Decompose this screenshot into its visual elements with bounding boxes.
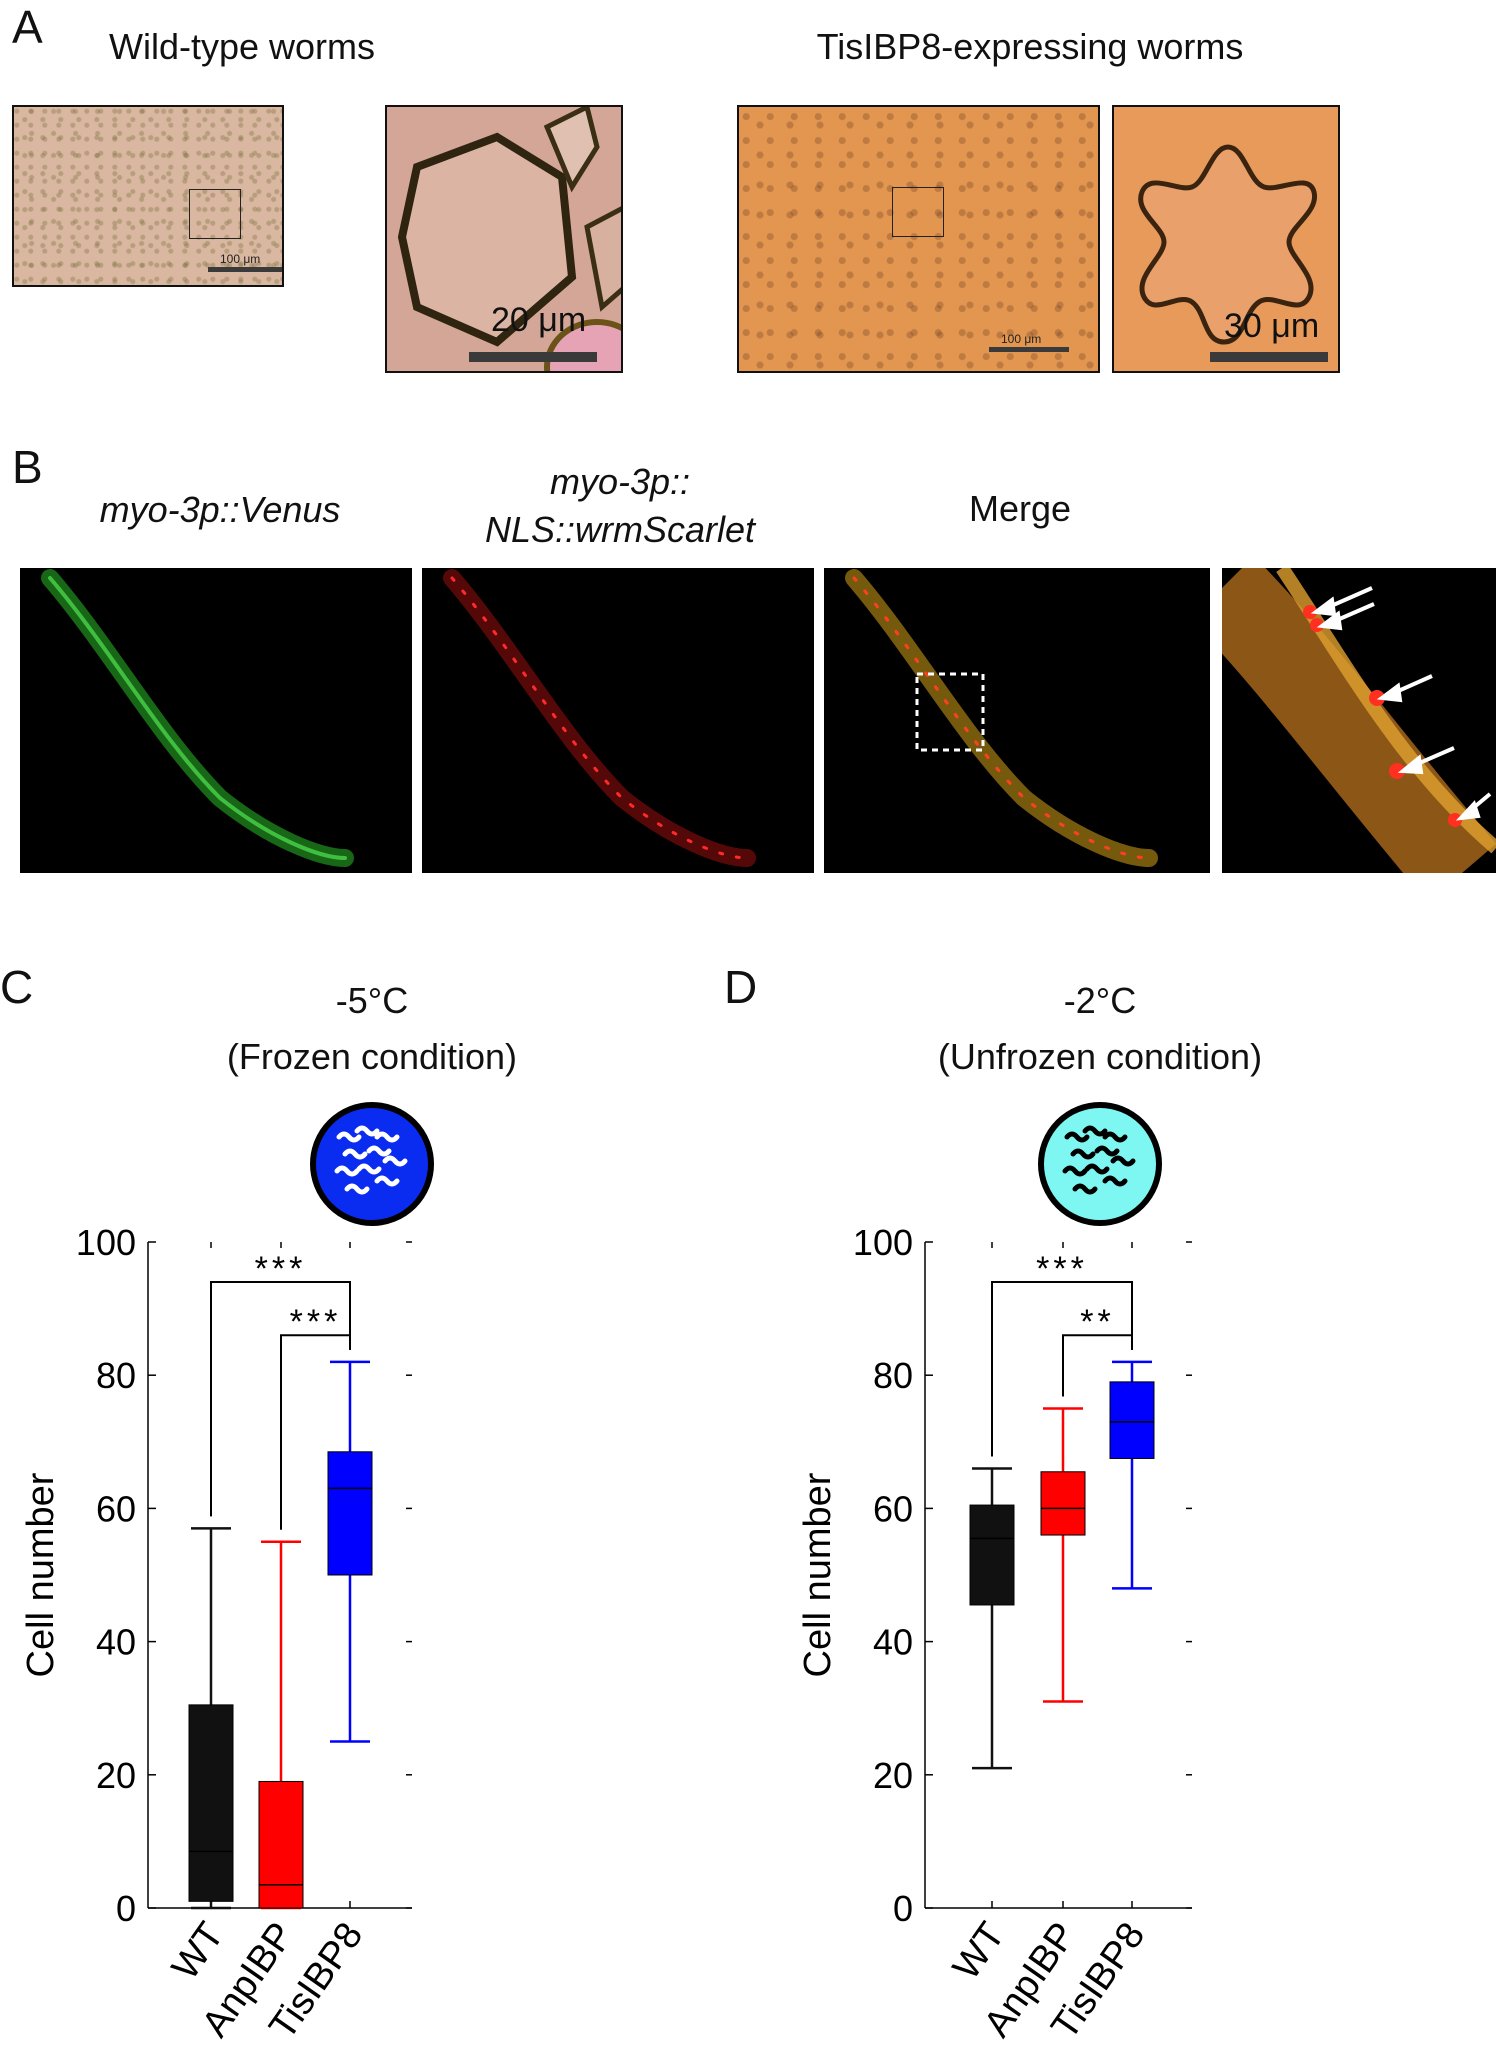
box-wt — [969, 1467, 1015, 1770]
y-tick-label: 100 — [76, 1222, 136, 1263]
y-axis-label: Cell number — [20, 1472, 62, 1677]
y-axis-label: Cell number — [797, 1472, 839, 1677]
bracket-line — [280, 1334, 351, 1530]
scale-bar — [469, 352, 597, 362]
significance-bracket: *** — [280, 1303, 351, 1530]
scale-bar — [208, 267, 282, 272]
panel-c-title-temp: -5°C — [335, 980, 409, 1021]
bracket-line — [210, 1280, 351, 1517]
panel-c-title-condition: (Frozen condition) — [226, 1036, 518, 1077]
significance-bracket: *** — [991, 1250, 1133, 1457]
box-anpibp — [258, 1540, 304, 1910]
box-tisibp8 — [327, 1360, 373, 1743]
zoom-region-box — [189, 189, 241, 239]
panel-letter-b: B — [12, 441, 43, 493]
significance-label: *** — [1036, 1250, 1088, 1288]
panel-d-title-condition: (Unfrozen condition) — [937, 1036, 1263, 1077]
y-tick-label: 40 — [873, 1622, 913, 1663]
venus-fluorescence-image — [20, 568, 412, 873]
panel-letter-c: C — [0, 961, 34, 1013]
scale-bar — [989, 347, 1069, 352]
y-tick-label: 60 — [873, 1488, 913, 1529]
scale-bar — [1210, 352, 1328, 362]
iqr-box — [258, 1780, 304, 1909]
iqr-box — [188, 1704, 234, 1902]
panel-d-title-temp: -2°C — [1063, 980, 1137, 1021]
iqr-box — [969, 1504, 1015, 1606]
merge-title: Merge — [968, 488, 1072, 529]
wild-type-micrograph: 100 μm — [12, 105, 284, 287]
wild-type-zoom-micrograph: 20 μm — [385, 105, 623, 373]
scale-label: 20 μm — [491, 301, 587, 339]
y-tick-label: 80 — [96, 1355, 136, 1396]
zoom-region-box — [892, 187, 944, 237]
significance-bracket: ** — [1062, 1303, 1133, 1397]
x-category-label: WT — [945, 1915, 1013, 1987]
zoomed-crystal-drawing — [397, 107, 621, 371]
scarlet-title-line1: myo-3p:: — [549, 461, 691, 502]
scale-label: 30 μm — [1224, 307, 1320, 345]
y-tick-label: 0 — [893, 1888, 913, 1929]
y-tick-label: 20 — [873, 1755, 913, 1796]
iqr-box — [1109, 1381, 1155, 1459]
y-tick-label: 60 — [96, 1488, 136, 1529]
iqr-box — [1040, 1471, 1086, 1536]
y-tick-label: 100 — [853, 1222, 913, 1263]
tisibp8-title: TisIBP8-expressing worms — [816, 26, 1244, 67]
significance-label: *** — [290, 1303, 342, 1341]
significance-label: ** — [1080, 1303, 1114, 1341]
box-anpibp — [1040, 1407, 1086, 1703]
iqr-box — [327, 1451, 373, 1576]
panel-letter-d: D — [724, 961, 758, 1013]
scale-label: 100 μm — [220, 252, 261, 266]
y-tick-label: 40 — [96, 1622, 136, 1663]
zoomed-crystal-drawing — [1138, 144, 1317, 345]
scale-label: 100 μm — [1001, 332, 1042, 346]
x-category-label: WT — [164, 1915, 232, 1987]
venus-title: myo-3p::Venus — [99, 489, 341, 530]
significance-label: *** — [255, 1250, 307, 1288]
scarlet-title-line2: NLS::wrmScarlet — [484, 509, 756, 550]
frozen-dish-icon — [310, 1102, 434, 1226]
box-wt — [188, 1527, 234, 1910]
y-tick-label: 0 — [116, 1888, 136, 1929]
box-tisibp8 — [1109, 1360, 1155, 1590]
merge-fluorescence-image — [824, 568, 1210, 873]
wrmscarlet-fluorescence-image — [422, 568, 814, 873]
significance-bracket: *** — [210, 1250, 351, 1517]
tisibp8-micrograph: 100 μm — [737, 105, 1100, 373]
unfrozen-dish-icon — [1038, 1102, 1162, 1226]
merge-zoom-image — [1222, 568, 1496, 873]
panel-letter-a: A — [12, 1, 43, 53]
bracket-line — [1062, 1334, 1133, 1397]
y-tick-label: 20 — [96, 1755, 136, 1796]
tisibp8-zoom-micrograph: 30 μm — [1112, 105, 1340, 373]
wild-type-title: Wild-type worms — [108, 26, 376, 67]
y-tick-label: 80 — [873, 1355, 913, 1396]
bracket-line — [991, 1280, 1133, 1457]
